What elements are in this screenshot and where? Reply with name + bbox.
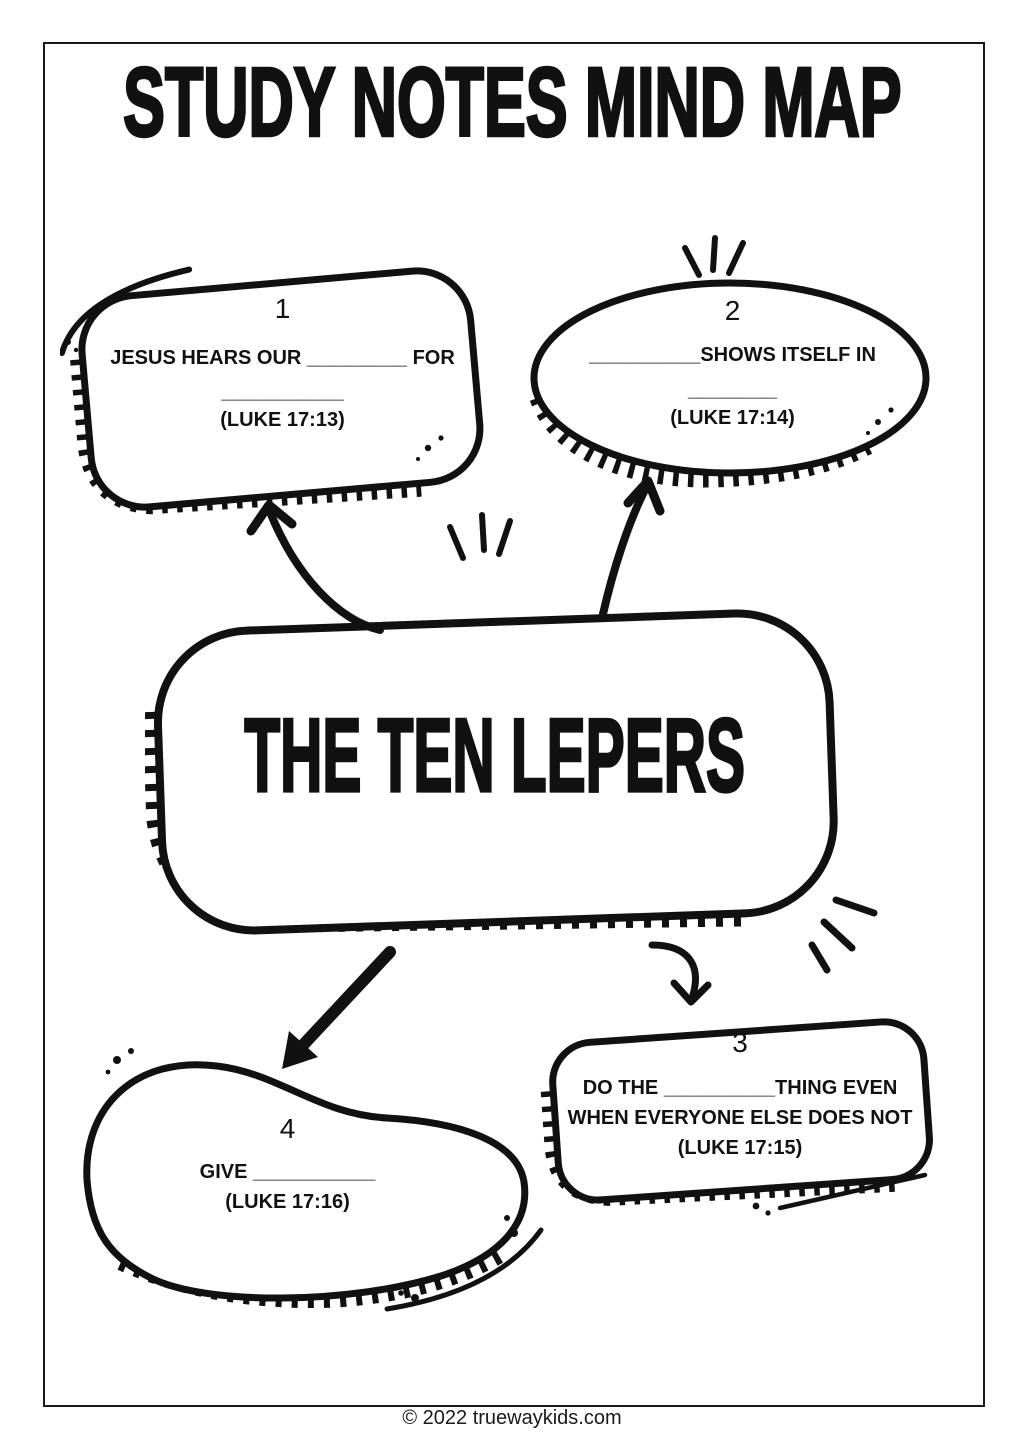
connector-arrow-3-icon bbox=[648, 941, 712, 1006]
bubble-3-reference: (LUKE 17:15) bbox=[677, 1137, 803, 1159]
bubble-4: 4 GIVE ___________ (LUKE 17:16) bbox=[55, 1030, 550, 1325]
bubble-2-line1: __________SHOWS ITSELF IN bbox=[589, 344, 876, 366]
bubble-3-line1: DO THE __________THING EVEN bbox=[582, 1077, 898, 1099]
copyright-footer: © 2022 truewaykids.com bbox=[402, 1407, 622, 1429]
bubble-1-number: 1 bbox=[274, 293, 291, 324]
sparkle-marks-icon bbox=[682, 235, 746, 278]
bubble-3-number: 3 bbox=[732, 1027, 748, 1058]
bubble-4-shape bbox=[83, 1048, 544, 1312]
bubble-3: 3 DO THE __________THING EVEN WHEN EVERY… bbox=[535, 1000, 945, 1230]
bubble-2-blank-line: ________ bbox=[688, 379, 777, 401]
page-border bbox=[43, 42, 985, 1407]
bubble-1-line1: JESUS HEARS OUR _________ FOR bbox=[110, 347, 455, 369]
center-bubble: THE TEN LEPERS bbox=[145, 600, 845, 955]
bubble-1-blank-line: ___________ bbox=[221, 381, 344, 403]
connector-arrow-1-icon bbox=[246, 500, 384, 634]
bubble-4-number: 4 bbox=[279, 1113, 296, 1144]
bubble-1-reference: (LUKE 17:13) bbox=[220, 409, 345, 431]
bubble-1: 1 JESUS HEARS OUR _________ FOR ________… bbox=[60, 250, 505, 540]
bubble-3-line2: WHEN EVERYONE ELSE DOES NOT bbox=[567, 1107, 913, 1129]
connector-arrow-4-icon bbox=[282, 946, 396, 1069]
bubble-4-reference: (LUKE 17:16) bbox=[225, 1191, 350, 1213]
connector-arrow-2-icon bbox=[599, 476, 665, 618]
bubble-4-line1: GIVE ___________ bbox=[199, 1161, 376, 1183]
center-topic-text: THE TEN LEPERS bbox=[244, 696, 746, 814]
center-bubble-shape bbox=[145, 609, 838, 935]
bubble-3-shape bbox=[540, 1018, 933, 1216]
bubble-2-reference: (LUKE 17:14) bbox=[670, 407, 795, 429]
bubble-2-number: 2 bbox=[724, 295, 741, 326]
bubble-1-shape bbox=[60, 266, 484, 515]
center-topic: THE TEN LEPERS bbox=[145, 701, 845, 808]
page-title-text: STUDY NOTES MIND MAP bbox=[122, 48, 903, 157]
sparkle-marks-icon bbox=[447, 512, 513, 561]
bubble-2-shape bbox=[529, 279, 930, 488]
page-title: STUDY NOTES MIND MAP bbox=[0, 48, 1024, 157]
bubble-2: 2 __________SHOWS ITSELF IN ________ (LU… bbox=[520, 270, 945, 495]
sparkle-marks-icon bbox=[808, 896, 878, 974]
